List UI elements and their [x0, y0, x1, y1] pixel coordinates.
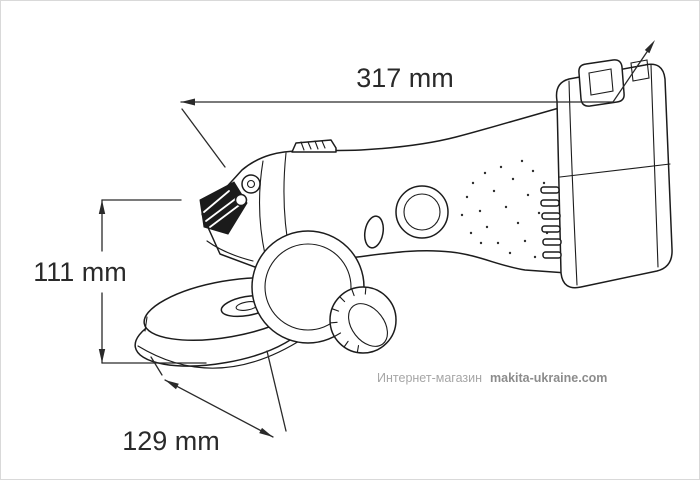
disc-thickness-edge	[137, 337, 305, 369]
dimension-length: 317 mm	[180, 40, 655, 168]
arrowhead-up-icon	[98, 200, 106, 214]
spindle-lock-button	[241, 174, 261, 194]
vent-slots	[540, 186, 562, 259]
dimension-disc-label: 129 mm	[122, 426, 220, 456]
grinder-drawing	[134, 59, 673, 369]
slide-switch	[291, 139, 337, 153]
arrowhead-upleft-icon	[165, 380, 179, 390]
arrowhead-right-icon	[644, 40, 655, 54]
watermark-prefix-label: Интернет-магазин	[377, 371, 482, 385]
dimension-height-label: 111 mm	[33, 257, 127, 287]
body-oval-detail	[363, 215, 385, 249]
grip-texture	[460, 159, 554, 259]
battery-pack	[540, 59, 673, 289]
gear-head-vents	[199, 181, 248, 235]
motor-badge	[395, 185, 449, 239]
dimension-length-label: 317 mm	[356, 63, 454, 93]
arrowhead-left-icon	[181, 98, 195, 106]
arrowhead-down-icon	[98, 349, 106, 363]
battery-release-button	[578, 59, 625, 107]
handle-knob-ribs	[329, 286, 367, 354]
watermark-site-label: makita-ukraine.com	[490, 371, 607, 385]
battery-terminal-detail	[630, 59, 650, 82]
side-handle	[251, 230, 397, 354]
arrowhead-downright-icon	[259, 427, 273, 437]
handle-knob	[329, 286, 397, 354]
watermark: Интернет-магазин makita-ukraine.com	[377, 371, 607, 385]
dimension-disc: 129 mm	[122, 350, 287, 456]
grinder-body	[199, 107, 568, 274]
